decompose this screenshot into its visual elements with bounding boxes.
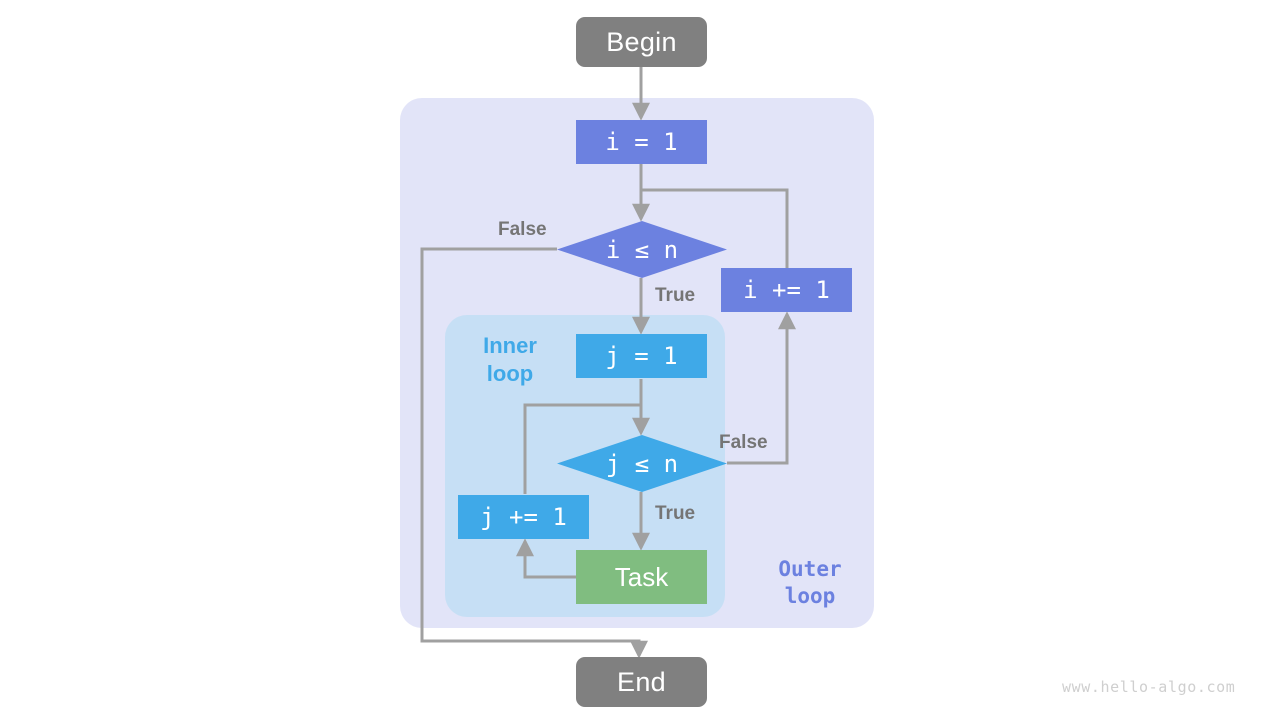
- outer-loop-label: Outer loop: [778, 557, 842, 608]
- node-j-incr[interactable]: j += 1: [458, 495, 589, 539]
- i-cond-diamond-shape: [557, 221, 727, 278]
- edge-j-cond-false-to-i-incr: [727, 311, 796, 465]
- node-j-cond[interactable]: j ≤ n: [557, 435, 727, 492]
- node-i-cond[interactable]: i ≤ n: [557, 221, 727, 278]
- node-begin[interactable]: Begin: [576, 17, 707, 67]
- edge-label-j-false: False: [719, 432, 768, 453]
- node-j-init[interactable]: j = 1: [576, 334, 707, 378]
- edge-i-cond-false-to-end: [420, 247, 648, 659]
- edge-j-incr-to-j-cond: [523, 403, 641, 494]
- j-cond-diamond-shape: [557, 435, 727, 492]
- node-i-incr[interactable]: i += 1: [721, 268, 852, 312]
- node-end[interactable]: End: [576, 657, 707, 707]
- node-task[interactable]: Task: [576, 550, 707, 604]
- inner-loop-label: Inner loop: [483, 333, 537, 387]
- node-i-init[interactable]: i = 1: [576, 120, 707, 164]
- edge-label-j-true: True: [655, 503, 696, 524]
- edge-label-i-false: False: [498, 219, 547, 240]
- edge-i-incr-to-i-cond: [641, 188, 789, 268]
- watermark: www.hello-algo.com: [1062, 678, 1236, 696]
- edge-task-to-j-incr: [516, 538, 576, 579]
- edge-label-i-true: True: [655, 285, 696, 306]
